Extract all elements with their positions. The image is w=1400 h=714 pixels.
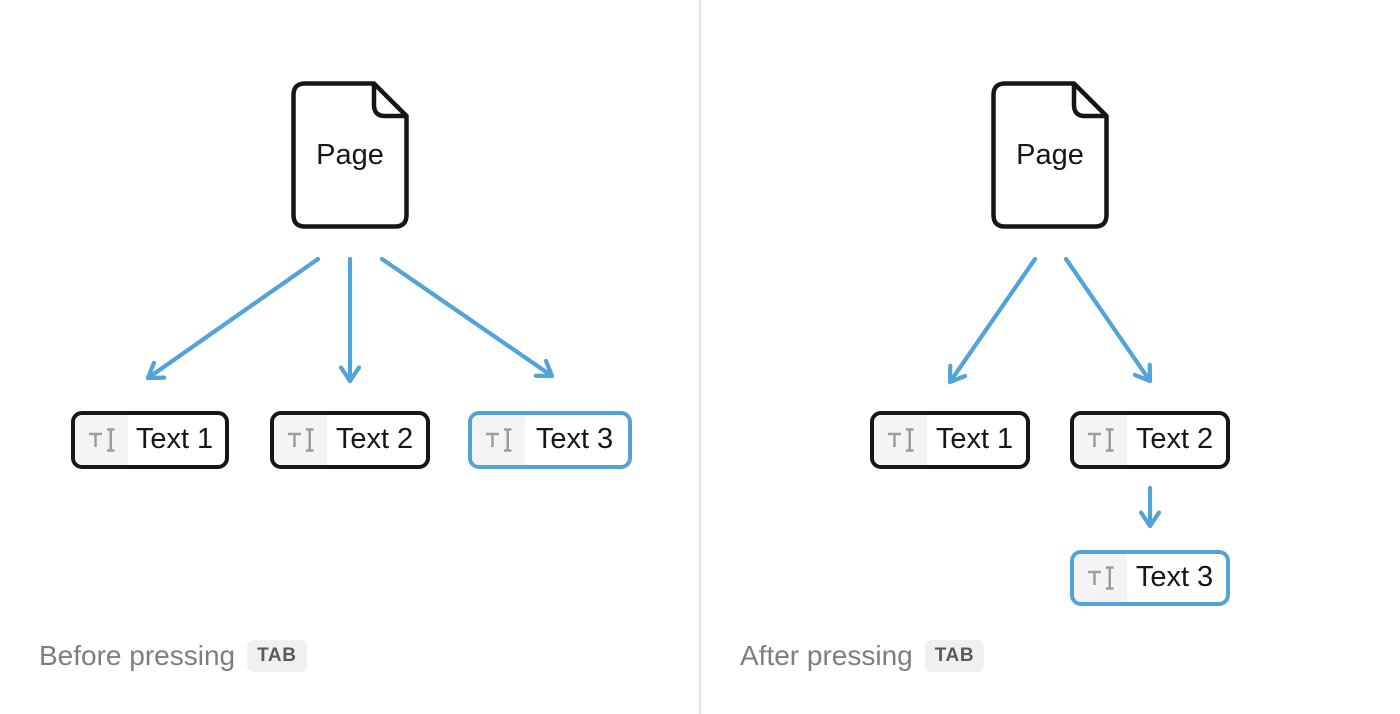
text-block-label: Text 1 [935, 422, 1014, 455]
text-cursor-icon [874, 415, 927, 465]
tab-key-badge: TAB [247, 640, 307, 672]
text-block-label: Text 2 [335, 422, 414, 455]
caption-text: Before pressing [39, 640, 236, 671]
text-block-label: Text 2 [1135, 422, 1214, 455]
page-icon [991, 81, 1109, 229]
page-node: Page [990, 80, 1110, 230]
text-block-label: Text 3 [1135, 560, 1214, 593]
page-node: Page [290, 80, 410, 230]
page-node-label: Page [1016, 138, 1084, 171]
text-block-label: Text 3 [535, 422, 614, 455]
tab-key-badge: TAB [924, 640, 985, 672]
page-icon [291, 81, 409, 229]
text-block-text-1: Text 1 [870, 411, 1030, 469]
text-cursor-icon [1074, 554, 1127, 602]
text-block-label: Text 1 [135, 422, 214, 455]
panel-divider [699, 0, 701, 714]
page-node-label: Page [316, 138, 384, 171]
caption-text: After pressing [740, 640, 913, 671]
text-block-text-3-selected: Text 3 [468, 411, 632, 469]
caption-after: After pressing TAB [740, 638, 985, 674]
text-cursor-icon [472, 415, 525, 465]
text-block-text-2: Text 2 [270, 411, 430, 469]
text-cursor-icon [75, 415, 128, 465]
text-block-text-2: Text 2 [1070, 411, 1230, 469]
text-cursor-icon [1074, 415, 1127, 465]
text-cursor-icon [274, 415, 327, 465]
text-block-text-3-selected: Text 3 [1070, 550, 1230, 606]
caption-before: Before pressing TAB [39, 638, 307, 674]
text-block-text-1: Text 1 [71, 411, 229, 469]
